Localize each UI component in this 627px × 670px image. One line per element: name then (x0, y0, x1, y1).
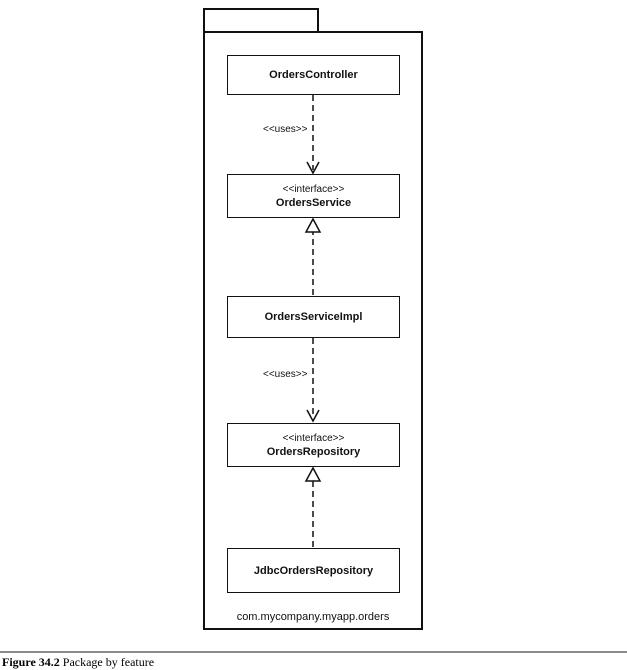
uses-label-1: <<uses>> (262, 124, 309, 136)
caption-divider (0, 651, 627, 653)
realization-arrowhead-1 (304, 217, 322, 233)
package-name: com.mycompany.myapp.orders (236, 611, 390, 623)
uses-arrowhead-2 (306, 409, 320, 423)
stereotype: <<interface>> (282, 432, 345, 444)
interface-orders-repository: <<interface>> OrdersRepository (227, 423, 400, 467)
class-name: OrdersController (269, 69, 358, 81)
class-name: JdbcOrdersRepository (253, 564, 374, 577)
class-name: OrdersService (275, 196, 352, 209)
uses-arrowhead-1 (306, 161, 320, 175)
class-name: OrdersServiceImpl (264, 311, 363, 323)
class-name: OrdersRepository (266, 445, 361, 458)
class-orders-service-impl: OrdersServiceImpl (227, 296, 400, 338)
stereotype: <<interface>> (282, 183, 345, 195)
package-tab (203, 8, 319, 32)
figure-caption: Figure 34.2 Package by feature (2, 655, 154, 670)
realization-arrowhead-2 (304, 466, 322, 482)
caption-text: Package by feature (62, 655, 155, 669)
class-orders-controller: OrdersController (227, 55, 400, 95)
class-jdbc-orders-repository: JdbcOrdersRepository (227, 548, 400, 593)
uses-label-2: <<uses>> (262, 369, 309, 381)
interface-orders-service: <<interface>> OrdersService (227, 174, 400, 218)
caption-number: Figure 34.2 (2, 655, 60, 669)
